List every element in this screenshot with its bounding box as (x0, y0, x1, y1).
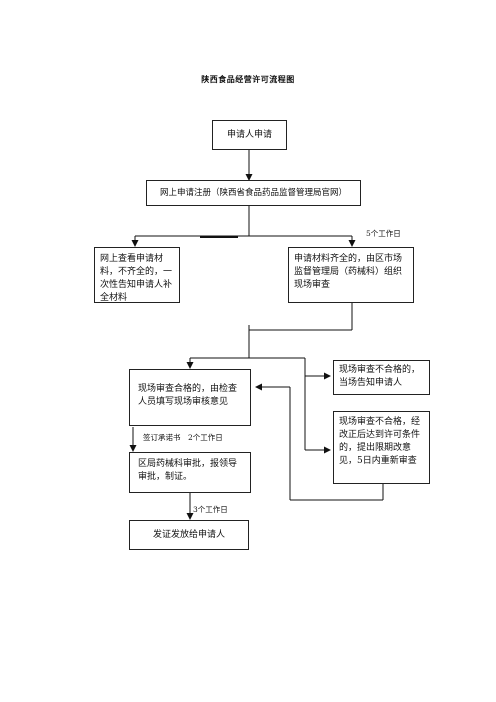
node-incomplete: 网上查看申请材料，不齐全的，一次性告知申请人补全材料 (94, 247, 180, 303)
node-complete: 申请材料齐全的，由区市场监督管理局（药械科）组织现场审查 (288, 247, 414, 303)
node-onsite-fail-recheck: 现场审查不合格，经改正后达到许可条件的，提出限期改意见，5日内重新审查 (333, 411, 430, 484)
node-issue: 发证发放给申请人 (129, 520, 249, 550)
label-three-days: 3个工作日 (193, 505, 228, 514)
node-onsite-pass: 现场审查合格的，由检查人员填写现场审核意见 (129, 369, 251, 426)
node-onsite-fail-notify: 现场审查不合格的，当场告知申请人 (333, 360, 430, 395)
label-two-days: 2个工作日 (188, 433, 223, 442)
label-five-days: 5个工作日 (366, 229, 401, 238)
page-title: 陕西食品经营许可流程图 (201, 74, 295, 84)
label-sign-commitment: 签订承诺书 (143, 433, 181, 442)
node-applicant: 申请人申请 (212, 120, 287, 150)
node-online-register: 网上申请注册（陕西省食品药品监督管理局官网） (146, 180, 361, 206)
node-review: 区局药械科审批，报领导审批，制证。 (129, 452, 251, 493)
